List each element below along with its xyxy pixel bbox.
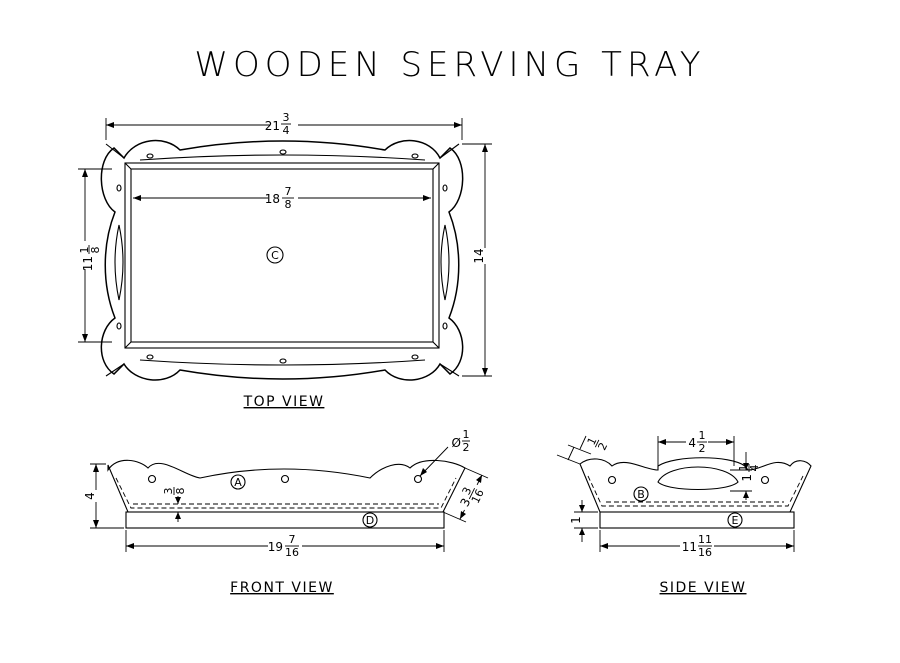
svg-text:4: 4 [283,124,290,137]
dim-inner-width: 18 7 8 [133,185,431,211]
front-view-holes [147,474,423,484]
svg-text:3: 3 [460,485,475,497]
svg-text:2: 2 [699,442,706,455]
side-end-board [579,457,812,513]
svg-text:16: 16 [285,546,299,559]
svg-text:19: 19 [268,540,283,554]
svg-text:7: 7 [285,185,292,198]
side-view: B E 1 2 4 1 2 [556,429,812,596]
svg-text:1: 1 [463,428,470,441]
part-d-label: D [366,514,374,527]
svg-text:8: 8 [285,198,292,211]
tray-bottom-panel [130,168,434,343]
svg-text:11: 11 [698,533,712,546]
dim-front-length: 19 7 16 [125,530,445,559]
part-b-label: B [637,488,645,501]
svg-text:4: 4 [688,436,696,450]
front-view: A D Ø 1 2 4 3 [83,428,489,596]
svg-text:16: 16 [698,546,712,559]
top-view-label: TOP VIEW [243,394,325,410]
front-base-board [125,511,445,529]
part-a-label: A [234,476,242,489]
left-handle-slot [114,224,124,301]
svg-text:4: 4 [748,465,761,472]
svg-text:1: 1 [585,435,600,447]
svg-text:21: 21 [265,119,280,133]
dim-side-length: 11 11 16 [599,530,795,559]
part-a-callout [230,474,246,490]
dim-side-base: 1 [569,500,598,542]
part-e-label: E [732,514,739,527]
top-view-holes [116,149,448,364]
svg-text:7: 7 [289,533,296,546]
dim-overall-height: 14 [462,143,492,377]
svg-text:8: 8 [89,247,102,254]
side-handle-cutout [657,466,739,491]
dim-overall-width: 21 3 4 [105,111,463,140]
svg-text:14: 14 [472,248,486,263]
side-base-board [599,511,795,529]
drawing-title: WOODEN SERVING TRAY [194,45,705,85]
dim-side-thickness: 1 2 [556,435,611,465]
svg-text:2: 2 [596,440,611,452]
svg-text:4: 4 [83,492,97,500]
top-view: C 21 3 4 18 7 8 [78,111,492,410]
tray-outline [100,139,464,381]
svg-text:11: 11 [682,540,697,554]
svg-text:1: 1 [740,474,754,482]
dim-inner-height: 11 1 8 [78,168,112,343]
dim-handle-width: 4 1 2 [657,429,735,466]
part-d-callout [362,512,378,528]
front-view-label: FRONT VIEW [230,580,334,596]
part-e-callout [727,512,743,528]
svg-text:11: 11 [81,256,95,271]
svg-text:1: 1 [569,516,583,524]
front-side-board [107,459,466,513]
svg-text:Ø: Ø [452,436,461,450]
svg-text:16: 16 [469,487,487,505]
svg-text:8: 8 [174,488,187,495]
svg-text:18: 18 [265,192,280,206]
svg-text:3: 3 [283,111,290,124]
dim-front-slope: 3 3 16 [442,467,489,523]
part-c-label: C [271,249,279,262]
side-view-label: SIDE VIEW [660,580,747,596]
dim-hole-diameter: Ø 1 2 [419,428,470,477]
part-c-callout [266,246,284,264]
dim-handle-height: 1 1 4 [730,452,761,500]
svg-text:1: 1 [78,247,91,254]
dim-front-offset: 3 8 [162,487,187,522]
svg-text:1: 1 [737,465,750,472]
right-handle-slot [440,224,450,301]
dim-front-height: 4 [83,463,124,529]
svg-text:1: 1 [699,429,706,442]
part-b-callout [633,486,649,502]
svg-text:2: 2 [463,441,470,454]
svg-text:3: 3 [162,488,175,495]
